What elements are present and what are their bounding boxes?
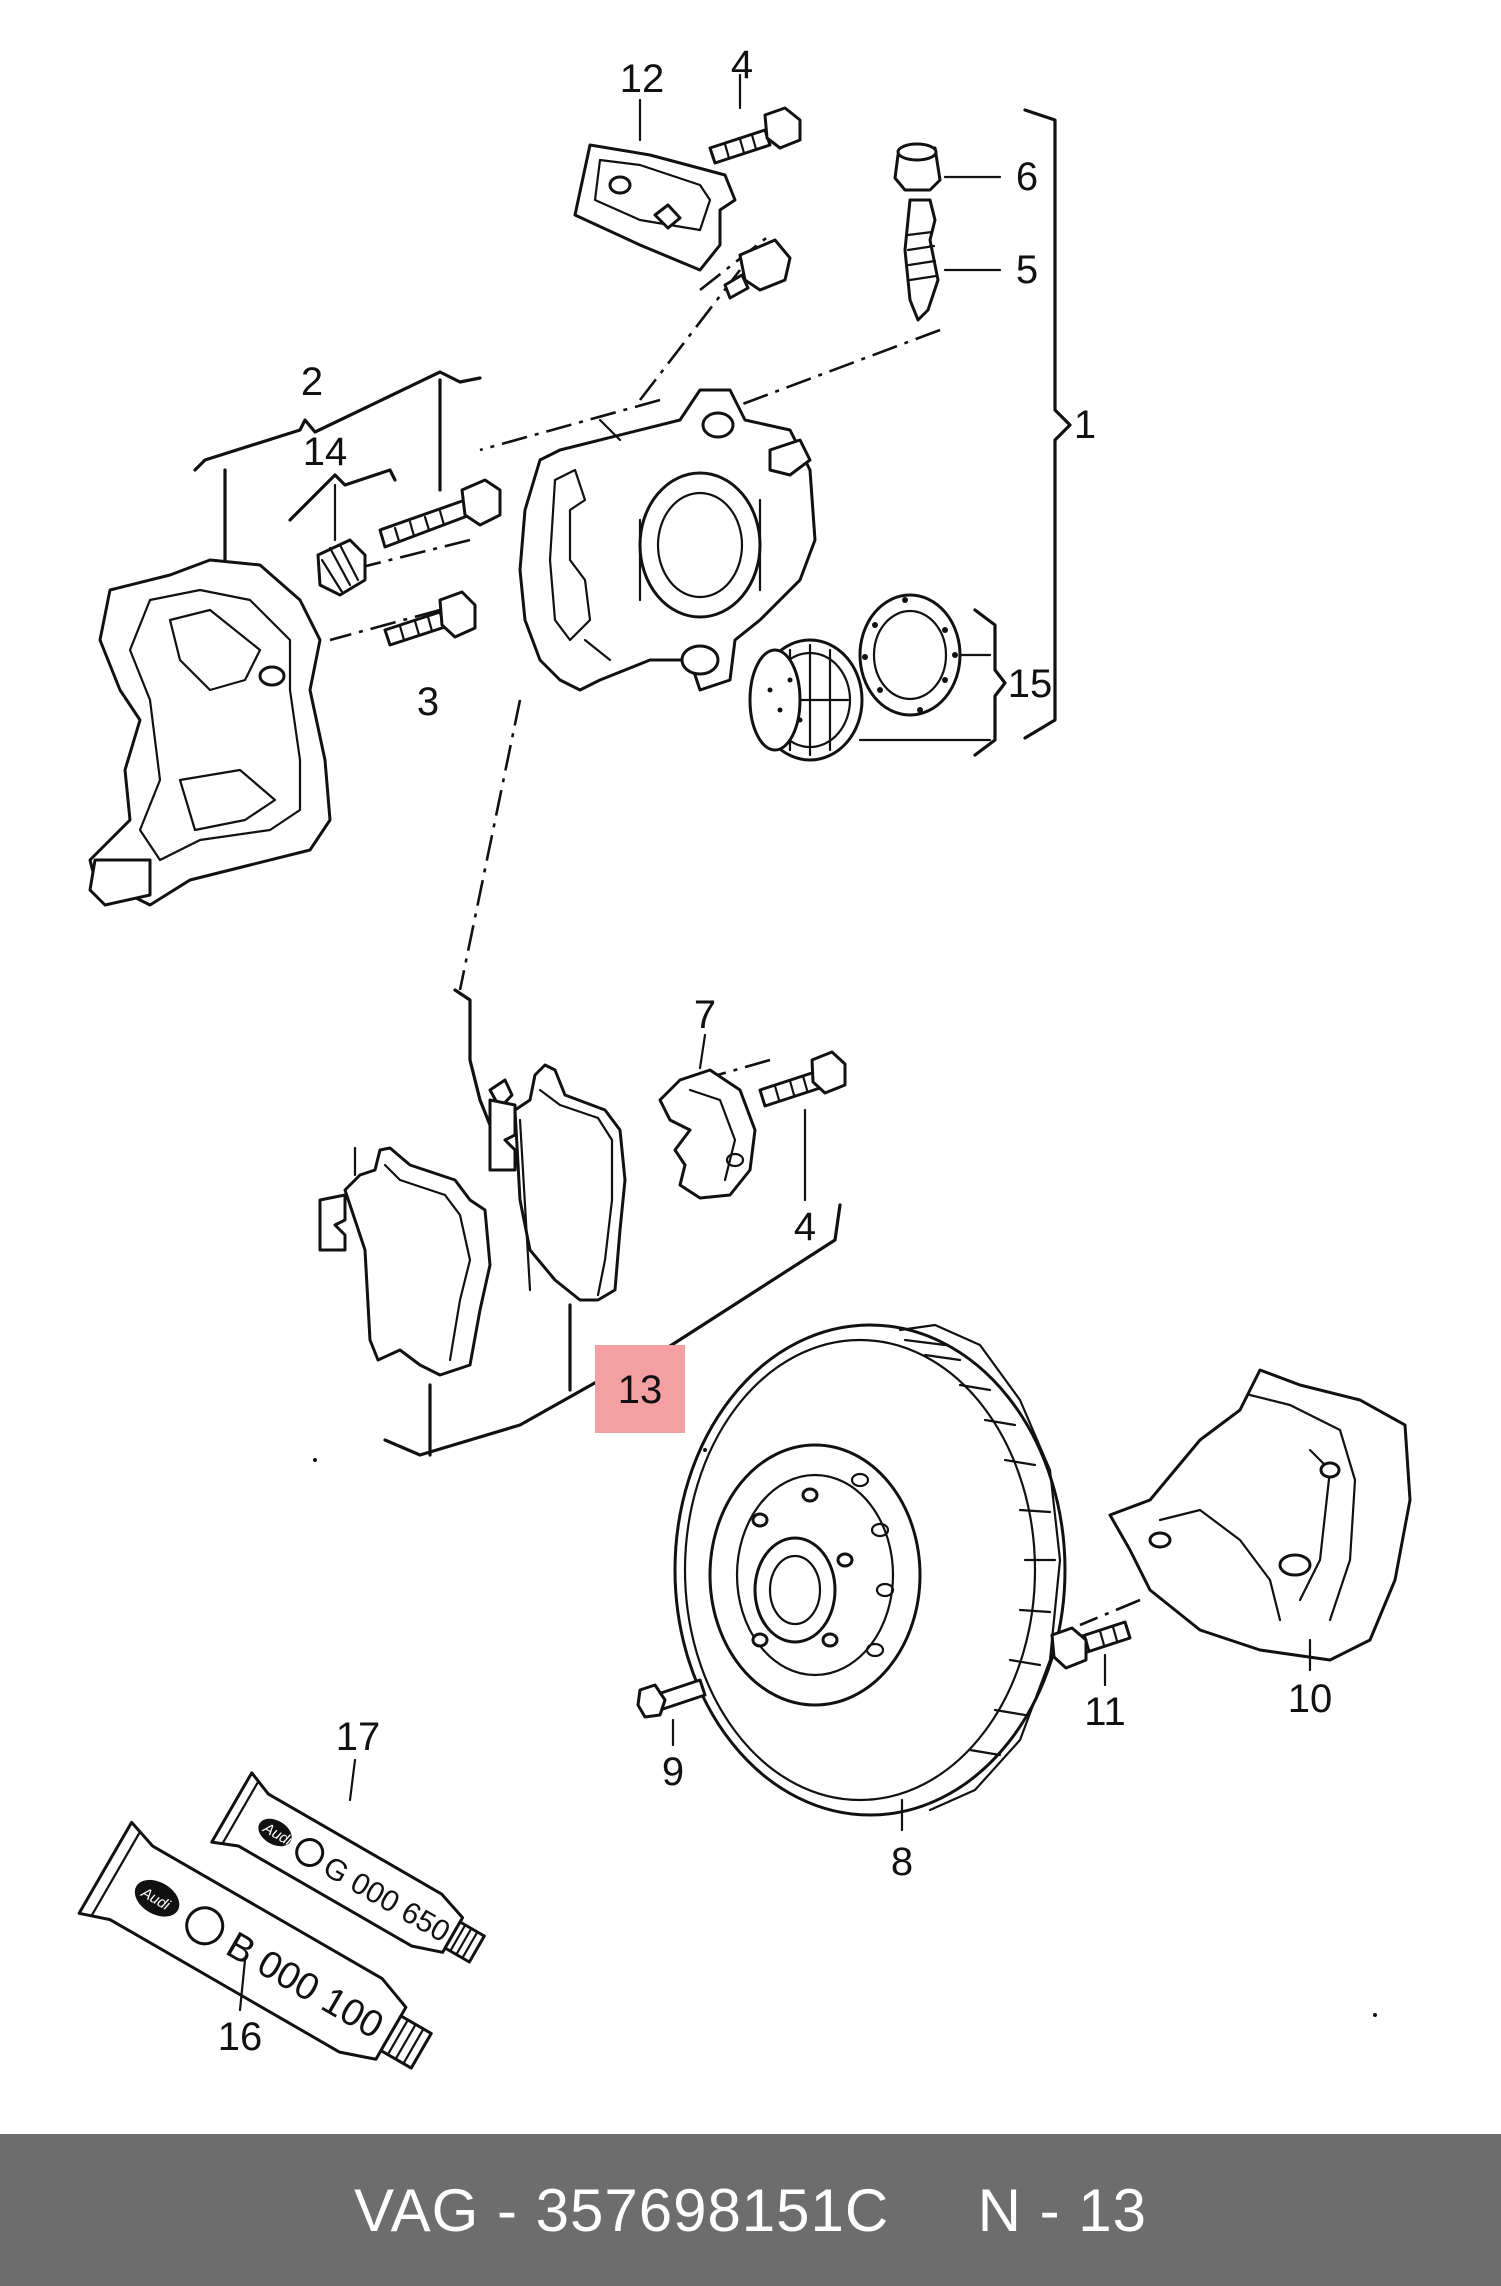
shim-7: 7 [658,993,757,1200]
brake-carrier [88,558,332,1462]
part-number-label: VAG - 357698151C N - 13 [354,2176,1147,2244]
callout-15: 15 [1008,662,1053,706]
tube-b-000-100: Audi B 000 100 16 [77,1820,433,2070]
sensor-plug [723,238,792,300]
spring-14 [316,538,367,597]
bracket-2: 2 [193,360,482,567]
callout-4b: 4 [794,1205,816,1249]
callout-14: 14 [303,430,348,474]
footer-bar: VAG - 357698151C N - 13 [0,2134,1501,2286]
bracket-15: 15 [858,608,1053,757]
bracket-12: 12 [573,57,737,272]
callout-10: 10 [1288,1677,1333,1721]
bracket-1: 1 [1023,108,1096,740]
brake-pad-front [488,1063,627,1302]
callout-1: 1 [1074,403,1096,447]
bleeder-cap: 6 [893,142,1038,199]
callout-3: 3 [417,680,439,724]
brake-disc: 8 [673,1323,1067,1884]
bolt-4-top: 4 [708,43,802,165]
callout-7: 7 [694,993,716,1037]
splash-shield: 10 [1108,1368,1412,2017]
screw-9: 9 [636,1678,707,1794]
guide-pin-upper [378,478,502,549]
callout-5: 5 [1016,248,1038,292]
callout-8: 8 [891,1840,913,1884]
brake-pad-rear [318,1146,492,1377]
bleeder-valve: 5 [903,198,1038,322]
brake-parts-diagram: 1 15 2 14 [77,43,1412,2070]
bolt-3: 3 [383,590,477,724]
callout-16: 16 [218,2015,263,2059]
bolt-4-lower: 4 [758,1050,847,1249]
bracket-14: 14 [288,430,397,542]
callout-9: 9 [662,1750,684,1794]
callout-17: 17 [336,1715,381,1759]
bolt-11: 11 [1050,1620,1132,1734]
callout-13: 13 [618,1368,663,1412]
callout-4a: 4 [731,43,753,87]
callout-12: 12 [620,57,665,101]
seal-ring [858,593,962,717]
piston-boot [748,638,864,762]
callout-13-highlight: 13 [595,1345,685,1433]
brake-caliper [518,388,817,692]
callout-2: 2 [301,360,323,404]
callout-11: 11 [1084,1690,1126,1734]
callout-6: 6 [1016,155,1038,199]
